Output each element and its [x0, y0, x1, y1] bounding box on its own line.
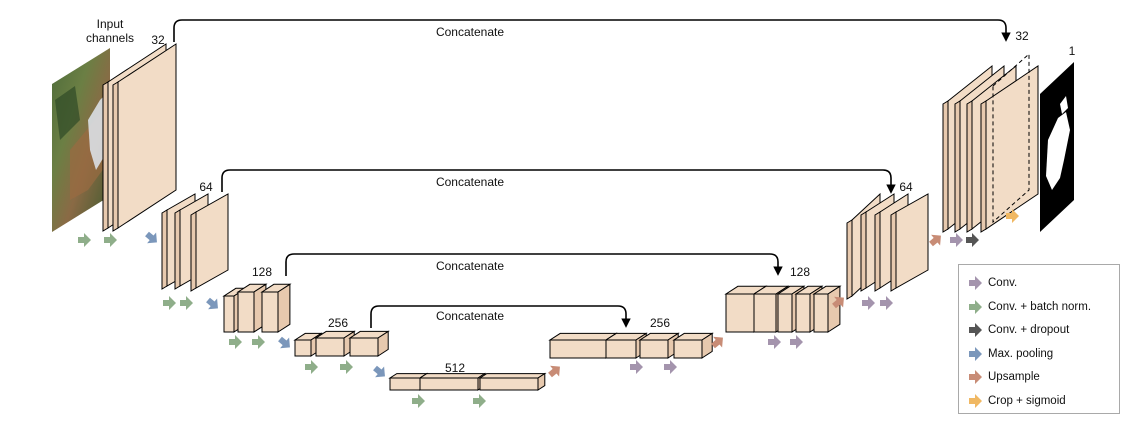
enc3-block-3: [260, 283, 292, 333]
conv-arrow-dec3-b: [790, 335, 803, 349]
legend-item-label: Max. pooling: [988, 347, 1054, 360]
conv-bn-arrow-enc2-a: [163, 296, 176, 310]
legend-item: Crop + sigmoid: [969, 391, 1066, 411]
legend-item-label: Conv. + batch norm.: [988, 300, 1092, 313]
skip-connection-4: [370, 305, 631, 328]
dec2-block-4: [890, 193, 929, 292]
legend-item-label: Crop + sigmoid: [988, 394, 1066, 407]
crop-sigmoid-arrow-icon: [969, 393, 982, 408]
concat-label-1: Concatenate: [436, 25, 504, 39]
legend-item: Conv. + dropout: [969, 320, 1069, 340]
conv-arrow-dec1: [950, 233, 963, 247]
input-label-line1: Input: [97, 17, 124, 31]
conv-arrow-dec2-a: [862, 296, 875, 310]
max-pooling-arrow-icon: [969, 346, 982, 361]
output-mask: [1040, 62, 1074, 232]
dec3-block-5: [812, 285, 842, 333]
input-image: [52, 48, 110, 232]
channel-label-dec3: 128: [790, 265, 810, 279]
channel-label-bottleneck: 512: [445, 361, 465, 375]
conv-dropout-arrow-icon: [969, 323, 982, 337]
upsample-arrow-1: [548, 365, 560, 378]
max-pool-arrow-2: [206, 297, 218, 310]
concat-label-2: Concatenate: [436, 175, 504, 189]
skip-connection-3: [285, 253, 783, 276]
crop-sigmoid-arrow: [1006, 209, 1019, 223]
conv-bn-arrow-bottleneck-a: [412, 394, 425, 408]
concat-label-4: Concatenate: [436, 309, 504, 323]
skip-connections: [173, 19, 1011, 328]
skip-connection-1: [173, 19, 1011, 42]
upsample-arrow-3: [832, 296, 844, 309]
enc4-block-2: [314, 330, 356, 357]
max-pool-arrow-3: [278, 336, 290, 349]
skip-connection-2: [221, 169, 896, 194]
legend-item: Conv.: [969, 273, 1017, 293]
conv-bn-arrow-enc2-b: [180, 296, 193, 310]
enc2-block-3: [190, 193, 229, 292]
conv-arrow-dec4-b: [664, 360, 677, 374]
channel-label-enc2: 64: [199, 180, 213, 194]
max-pool-arrow-4: [373, 365, 385, 378]
conv-bn-arrow-enc1-b: [104, 233, 117, 247]
conv-arrow-dec3-a: [768, 335, 781, 349]
channel-label-enc4: 256: [328, 316, 348, 330]
legend-item: Max. pooling: [969, 344, 1053, 364]
channel-label-dec4: 256: [650, 316, 670, 330]
input-label-line2: channels: [86, 31, 134, 45]
conv-arrow-icon: [969, 276, 982, 290]
channel-label-enc1: 32: [151, 33, 165, 47]
conv-arrow-dec2-b: [880, 296, 893, 310]
crop-outline: [992, 52, 1030, 224]
enc4-block-3: [348, 330, 390, 357]
conv-dropout-arrow-dec1: [966, 233, 979, 247]
channel-label-enc3: 128: [252, 265, 272, 279]
output-channel-label: 1: [1069, 44, 1076, 58]
legend-item: Conv. + batch norm.: [969, 297, 1091, 317]
legend-item-label: Upsample: [988, 371, 1040, 383]
bottleneck-block-2: [418, 372, 487, 391]
enc1-block-2: [112, 43, 177, 232]
legend-item-label: Conv.: [988, 277, 1018, 289]
conv-bn-arrow-icon: [969, 299, 982, 314]
conv-bn-arrow-enc4-a: [305, 360, 318, 374]
upsample-arrow-icon: [969, 370, 982, 384]
dec4-block-4: [672, 332, 714, 359]
channel-label-dec1: 32: [1015, 29, 1029, 43]
dec4-block-3: [638, 332, 680, 359]
conv-bn-arrow-enc3-a: [229, 335, 242, 349]
legend-item-label: Conv. + dropout: [988, 324, 1070, 336]
upsample-arrow-2: [711, 336, 723, 349]
conv-bn-arrow-enc1-a: [78, 233, 91, 247]
legend-item: Upsample: [969, 367, 1040, 387]
dec1-block-4: [980, 65, 1039, 233]
channel-label-dec2: 64: [899, 180, 913, 194]
conv-bn-arrow-bottleneck-b: [473, 394, 486, 408]
max-pool-arrow-1: [145, 231, 157, 244]
upsample-arrow-4: [929, 234, 941, 247]
conv-bn-arrow-enc4-b: [340, 360, 353, 374]
conv-bn-arrow-enc3-b: [252, 335, 265, 349]
bottleneck-block-3: [478, 372, 547, 391]
concat-label-3: Concatenate: [436, 259, 504, 273]
conv-arrow-dec4-a: [630, 360, 643, 374]
